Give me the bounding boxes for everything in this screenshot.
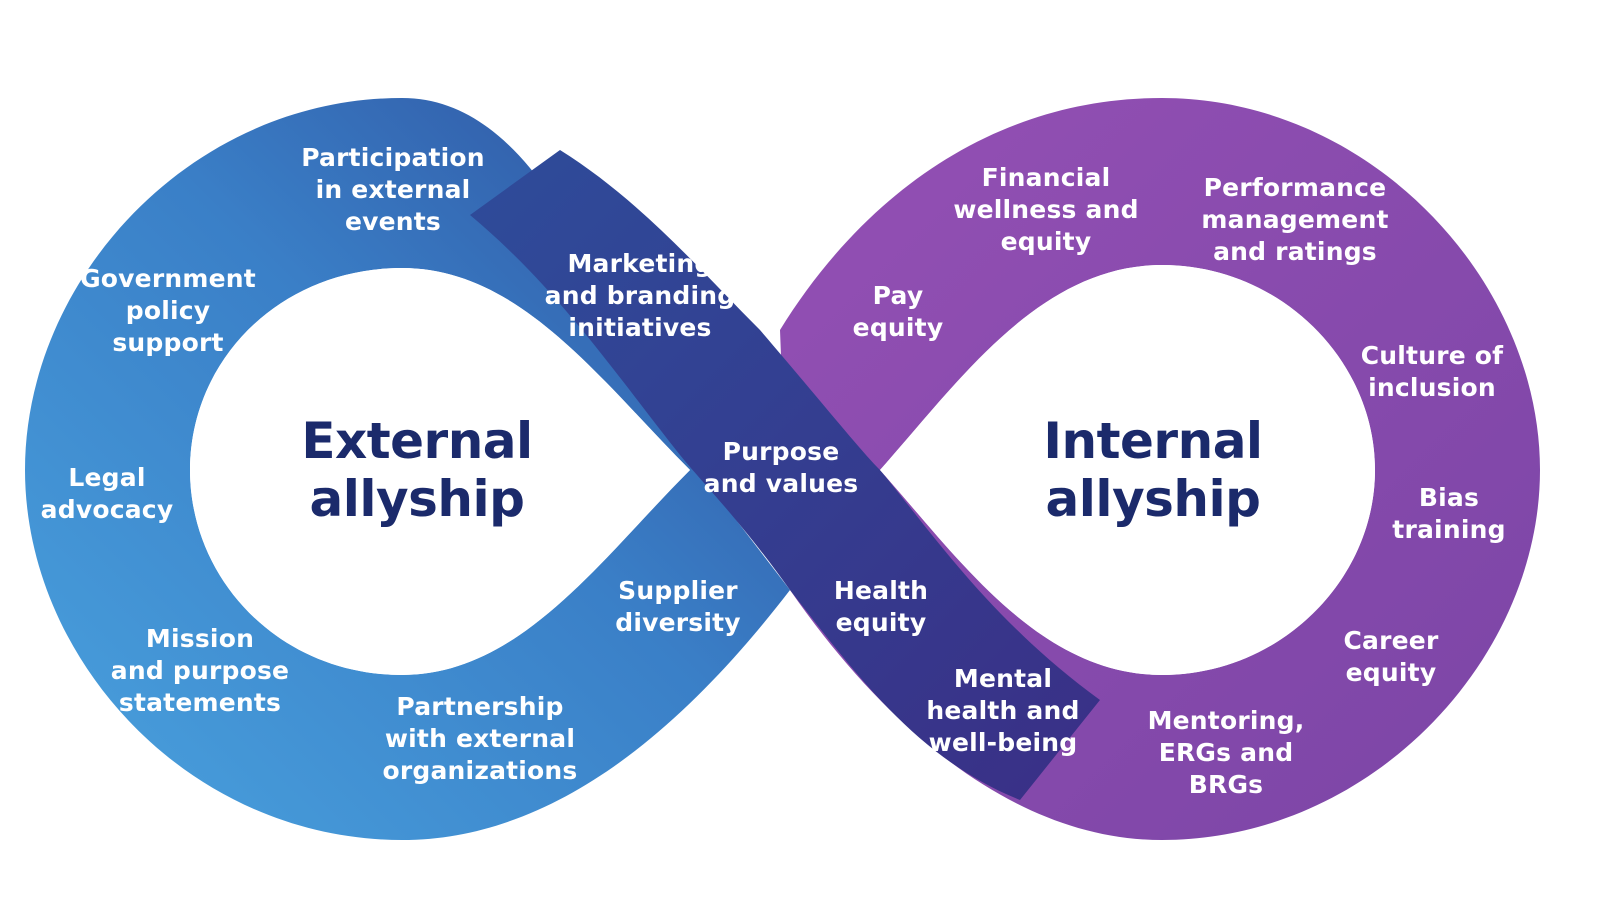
internal-item-mental-health: Mental health and well-being (926, 664, 1080, 757)
external-allyship-title: External allyship (301, 412, 533, 528)
internal-item-health-equity: Health equity (833, 576, 929, 637)
internal-item-performance-management: Performance management and ratings (1201, 173, 1389, 266)
external-item-supplier-diversity: Supplier diversity (615, 576, 741, 637)
internal-allyship-title: Internal allyship (1043, 412, 1263, 528)
internal-item-culture-of-inclusion: Culture of inclusion (1360, 341, 1504, 402)
internal-center (880, 265, 1375, 675)
external-item-marketing: Marketing and branding initiatives (544, 249, 736, 342)
external-item-participation: Participation in external events (301, 143, 485, 236)
internal-item-career-equity: Career equity (1343, 626, 1439, 687)
external-center (190, 268, 690, 675)
internal-item-financial-wellness: Financial wellness and equity (953, 163, 1139, 256)
crossing-band (470, 150, 1100, 800)
internal-item-mentoring: Mentoring, ERGs and BRGs (1147, 706, 1305, 799)
external-item-government-policy: Government policy support (80, 264, 256, 357)
internal-item-bias-training: Bias training (1392, 483, 1506, 544)
external-item-legal-advocacy: Legal advocacy (40, 463, 174, 524)
external-item-mission: Mission and purpose statements (110, 624, 290, 717)
purpose-and-values-label: Purpose and values (703, 437, 859, 498)
external-item-partnership: Partnership with external organizations (382, 692, 578, 785)
internal-item-pay-equity: Pay equity (852, 281, 944, 342)
